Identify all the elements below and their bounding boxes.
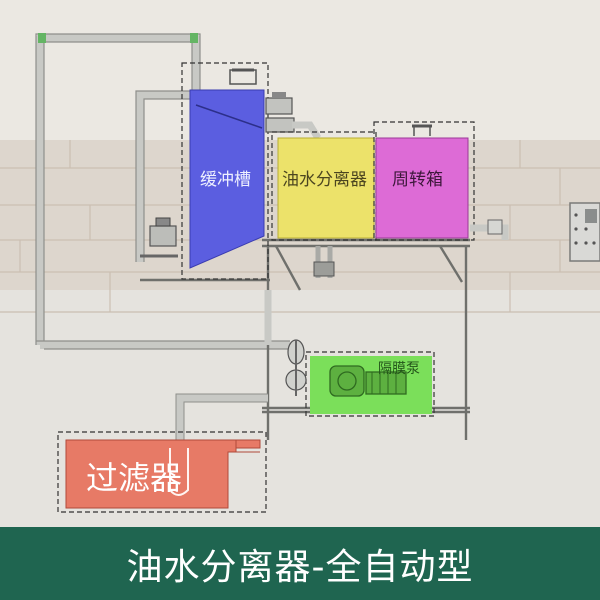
filter-frame (57, 431, 267, 513)
turnover-box (375, 137, 469, 239)
pipe-joint (38, 33, 46, 43)
control-panel (569, 202, 600, 262)
return-pipe (36, 34, 200, 345)
pump-frame (305, 351, 435, 417)
inlet-valve (140, 217, 178, 258)
turnover-box-label: 周转箱 (392, 170, 443, 190)
pipe-joint (190, 33, 198, 43)
oil-water-separator (277, 137, 375, 239)
separator-frame (271, 131, 377, 241)
buffer-outlet-valve (265, 92, 295, 133)
outlet-pipe (470, 219, 509, 240)
buffer-tank-label: 缓冲槽 (200, 170, 251, 190)
separator-label: 油水分离器 (282, 170, 367, 190)
title-banner: 油水分离器-全自动型 (0, 527, 600, 600)
turnover-box-frame (373, 121, 475, 241)
diaphragm-pump-label: 隔膜泵 (378, 361, 420, 377)
pump-motor (329, 365, 407, 397)
buffer-tank (189, 89, 265, 269)
buffer-tank-frame (181, 62, 269, 280)
filter-label: 过滤器 (86, 459, 183, 497)
pump-valve (285, 339, 307, 396)
process-diagram (0, 33, 600, 513)
banner-title: 油水分离器-全自动型 (126, 546, 474, 588)
